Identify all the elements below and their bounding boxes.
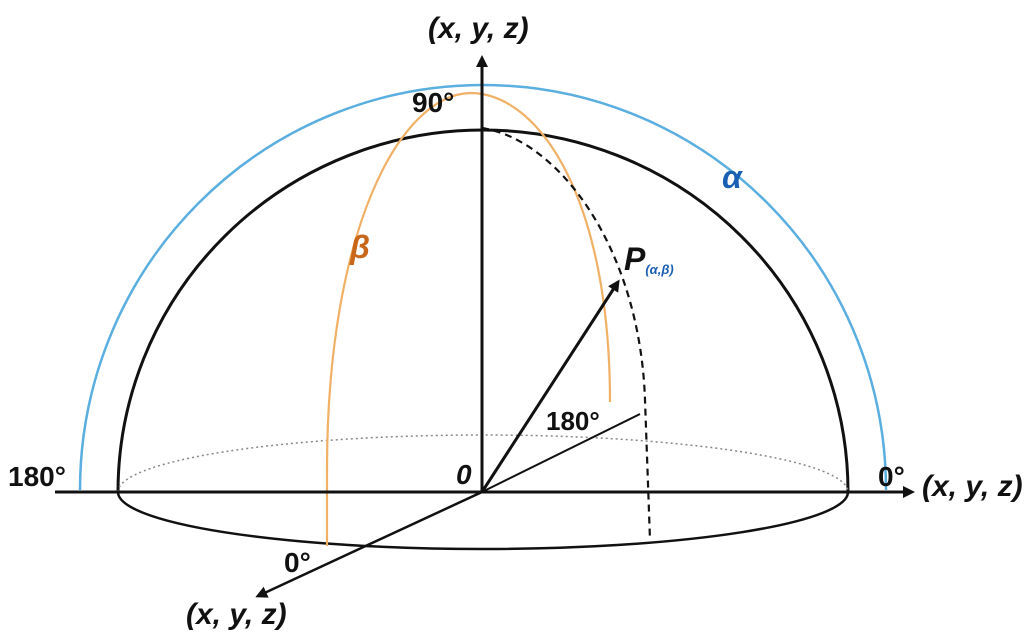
vector-op — [480, 279, 620, 493]
alpha-label: α — [722, 159, 743, 195]
angle-0-right-label: 0° — [878, 461, 905, 492]
beta-arc — [325, 91, 612, 546]
beta-label: β — [349, 229, 370, 265]
angle-180-left-label: 180° — [8, 461, 66, 492]
base-ellipse-back — [117, 434, 849, 493]
axis-top-label: (x, y, z) — [428, 12, 529, 45]
point-subscript: (α,β) — [645, 262, 673, 277]
axis-right-label: (x, y, z) — [922, 470, 1023, 503]
meridian-dashed — [481, 126, 652, 541]
back-axis-line — [481, 413, 641, 493]
angle-180-inner-label: 180° — [546, 406, 600, 436]
axis-front-label: (x, y, z) — [186, 598, 287, 631]
point-label: P(α,β) — [624, 241, 674, 277]
point-letter: P — [624, 241, 646, 277]
origin-label: 0 — [456, 459, 472, 490]
angle-90-label: 90° — [412, 87, 454, 118]
front-axis — [255, 490, 483, 598]
angle-0-front-label: 0° — [284, 547, 311, 578]
base-ellipse-front — [116, 491, 850, 551]
